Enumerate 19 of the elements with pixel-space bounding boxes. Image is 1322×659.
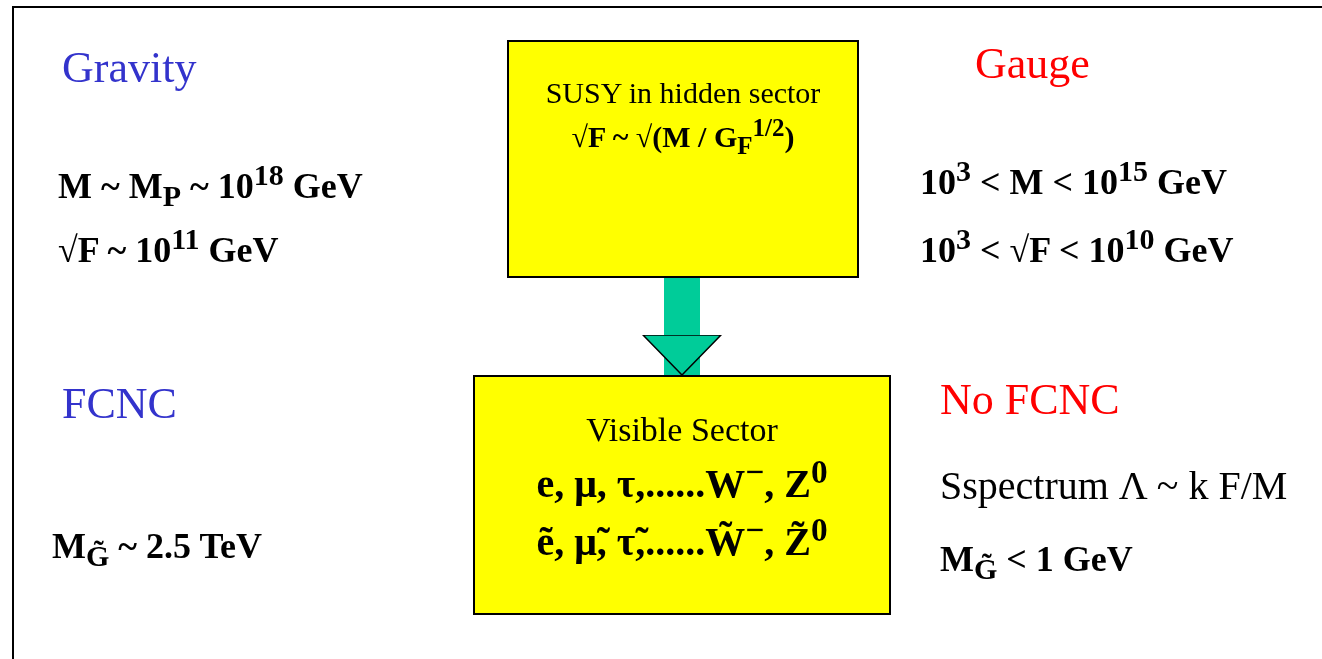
formula-text: M$_{G̃}$ < 1 GeV [940,538,1133,587]
formula-text: 10$^{3}$ < M < 10$^{15}$ GeV [920,154,1227,203]
formula-text: Sspectrum Λ ~ k F/M [940,462,1288,509]
box-heading: SUSY in hidden sector [544,76,822,110]
sector-box [507,40,859,278]
formula-text: √F ~ 10$^{11}$ GeV [58,222,279,271]
heading-text: FCNC [62,378,177,429]
formula-text: M$_{G̃}$ ~ 2.5 TeV [52,525,263,574]
formula-text: e, μ, τ,......W$^{−}$, Z$^{0}$ [535,453,829,508]
heading-text: No FCNC [940,374,1120,425]
heading-text: Gravity [62,42,197,93]
sector-box [473,375,891,615]
box-heading: Visible Sector [585,411,779,449]
heading-text: Gauge [975,38,1090,89]
formula-text: √F ~ √(M / G$_{F}$$^{1/2}$) [570,114,796,160]
block-arrow [642,278,722,376]
formula-text: 10$^{3}$ < √F < 10$^{10}$ GeV [920,222,1234,271]
formula-text: M ~ M$_{P}$ ~ 10$^{18}$ GeV [58,158,363,214]
formula-text: ẽ, μ̃, τ̃,......W̃$^{−}$, Z̃$^{0}$ [535,511,829,566]
